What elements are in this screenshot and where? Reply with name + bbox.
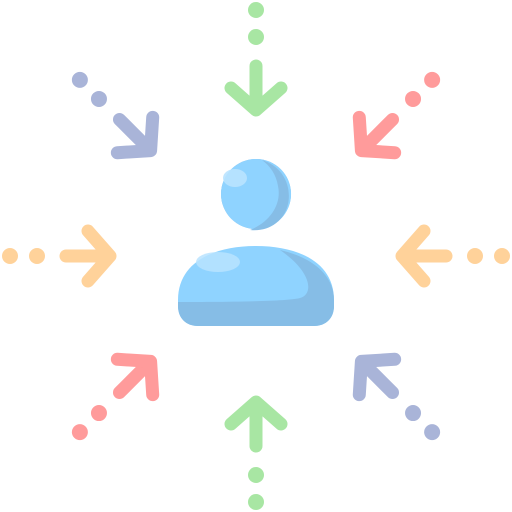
arrow-head — [395, 224, 431, 288]
person-head-shade — [250, 160, 289, 231]
arrow-top-right-icon — [352, 71, 441, 160]
arrow-shaft — [356, 112, 400, 156]
arrow-head — [352, 352, 402, 402]
arrow-left-icon — [2, 224, 117, 288]
arrow-dot — [248, 467, 264, 483]
person-body-highlight — [196, 252, 240, 272]
arrow-bottom-right-icon — [352, 352, 441, 441]
arrow-top-icon — [224, 2, 288, 117]
arrow-head — [81, 224, 117, 288]
arrow-dot — [29, 248, 45, 264]
arrow-top-left-icon — [71, 71, 160, 160]
arrow-dot — [424, 424, 441, 441]
arrow-dot — [248, 29, 264, 45]
arrow-dot — [2, 248, 18, 264]
arrow-shaft — [356, 356, 400, 400]
arrow-dot — [71, 71, 88, 88]
arrow-dot — [424, 71, 441, 88]
person-icon — [178, 159, 334, 326]
arrow-dot — [467, 248, 483, 264]
arrow-dot — [248, 2, 264, 18]
arrow-dot — [405, 90, 422, 107]
arrow-head — [110, 110, 160, 160]
arrow-dot — [494, 248, 510, 264]
arrow-head — [352, 110, 402, 160]
arrow-dot — [90, 405, 107, 422]
arrow-bottom-left-icon — [71, 352, 160, 441]
arrow-head — [110, 352, 160, 402]
person-body-shade — [178, 250, 334, 326]
arrow-dot — [405, 405, 422, 422]
arrow-bottom-icon — [224, 395, 288, 510]
arrow-head — [224, 81, 288, 117]
arrow-head — [224, 395, 288, 431]
arrow-shaft — [112, 356, 156, 400]
arrow-dot — [90, 90, 107, 107]
arrow-dot — [71, 424, 88, 441]
arrow-shaft — [112, 112, 156, 156]
arrow-right-icon — [395, 224, 510, 288]
arrow-dot — [248, 494, 264, 510]
person-head-highlight — [223, 169, 247, 187]
